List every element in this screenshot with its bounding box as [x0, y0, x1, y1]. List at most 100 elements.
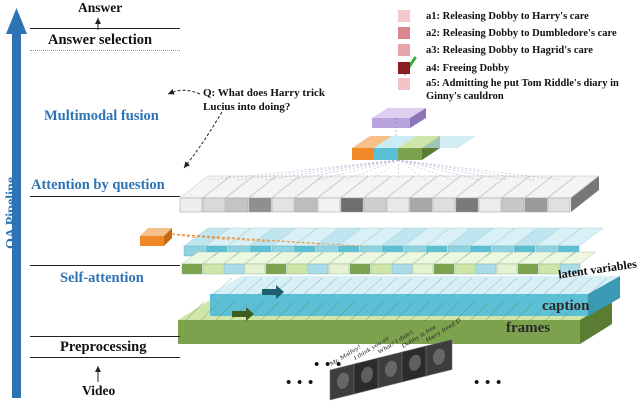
self-attention-block — [307, 263, 329, 275]
caption-tick — [301, 277, 323, 297]
video-frame-figure — [385, 360, 397, 377]
separator-answer — [30, 28, 180, 29]
video-frame-figure — [337, 372, 349, 389]
caption-tick — [286, 277, 308, 297]
band-ticks — [183, 277, 608, 323]
frame-tick — [453, 301, 475, 323]
caption-tick — [541, 277, 563, 297]
video-frame-figure — [361, 366, 373, 383]
question-to-fusion-arrow — [167, 88, 201, 95]
fusion-line — [317, 159, 399, 181]
attention-block — [478, 197, 502, 213]
frames-label: frames — [506, 320, 551, 336]
answer-score-swatch — [398, 10, 410, 22]
caption-tick — [586, 277, 608, 297]
answer-option-text: a1: Releasing Dobby to Harry's care — [426, 10, 589, 22]
question-to-attention-arrow — [183, 111, 223, 169]
attention-block — [501, 197, 525, 213]
stage-self-attention: Self-attention — [60, 270, 144, 286]
fusion-line — [209, 159, 399, 181]
question-tag-left — [140, 228, 172, 246]
caption-tick — [241, 277, 263, 297]
caption-tick — [556, 277, 578, 297]
caption-tick — [466, 277, 488, 297]
frame-tick — [408, 301, 430, 323]
caption-tick — [376, 277, 398, 297]
fusion-line — [397, 159, 454, 181]
caption-tick — [511, 277, 533, 297]
attention-by-question-band — [179, 175, 599, 213]
self-attention-block — [559, 263, 581, 275]
frame-tick — [348, 301, 370, 323]
self-attention-block — [454, 263, 476, 275]
caption-tick — [451, 277, 473, 297]
attention-block — [340, 197, 364, 213]
video-frame-figure — [409, 354, 421, 371]
attention-block — [225, 197, 249, 213]
separator-self-attention — [30, 265, 180, 266]
caption-tick — [571, 277, 593, 297]
ellipsis-left: • • • — [286, 375, 315, 391]
separator-answer-selection — [30, 50, 180, 51]
self-attention-band — [181, 227, 604, 275]
attention-band-side — [571, 176, 599, 212]
fusion-line — [397, 159, 427, 181]
fusion-line — [397, 159, 400, 181]
self-attention-block — [223, 263, 245, 275]
pipeline-arrow — [6, 8, 27, 398]
self-attention-block — [538, 263, 560, 275]
stage-video: Video — [82, 383, 116, 398]
attention-block — [455, 197, 479, 213]
frame-tick — [558, 301, 580, 323]
fusion-line — [397, 159, 508, 181]
attention-block — [386, 197, 410, 213]
question-attention-links — [171, 233, 361, 247]
attention-block — [317, 197, 341, 213]
self-attention-block — [391, 263, 413, 275]
attention-block — [248, 197, 272, 213]
frame-tick — [543, 301, 565, 323]
caption-tick — [526, 277, 548, 297]
frame-tick — [513, 301, 535, 323]
frame-tick — [333, 301, 355, 323]
frame-tick — [273, 301, 295, 323]
caption-flow-arrow — [262, 285, 284, 299]
self-attention-block — [244, 263, 266, 275]
answer-option-text: a2: Releasing Dobby to Dumbledore's care — [426, 27, 617, 39]
separator-preprocessing — [30, 357, 180, 358]
ellipsis-top: • • • — [314, 357, 343, 373]
caption-tick — [361, 277, 383, 297]
caption-tick — [226, 277, 248, 297]
self-attention-block — [328, 263, 350, 275]
caption-tick — [496, 277, 518, 297]
frame-tick — [198, 301, 220, 323]
caption-label: caption — [542, 298, 590, 314]
caption-band — [210, 276, 620, 316]
answer-option-a4: a4: Freeing Dobby — [398, 60, 509, 76]
fusion-line — [344, 159, 399, 181]
frame-tick — [393, 301, 415, 323]
attention-block — [547, 197, 571, 213]
separator-preprocessing-top — [30, 336, 180, 337]
attention-block — [409, 197, 433, 213]
answer-option-text: a4: Freeing Dobby — [426, 62, 510, 74]
self-attention-block — [370, 263, 392, 275]
fusion-line — [397, 159, 562, 181]
caption-tick — [421, 277, 443, 297]
frame-tick — [183, 301, 205, 323]
caption-tick — [481, 277, 503, 297]
caption-tick — [316, 277, 338, 297]
stage-preprocessing: Preprocessing — [60, 339, 147, 355]
attention-block — [179, 197, 203, 213]
self-attention-block — [412, 263, 434, 275]
self-attention-block — [349, 263, 371, 275]
frame-tick — [363, 301, 385, 323]
self-attention-block — [475, 263, 497, 275]
self-attention-block — [517, 263, 539, 275]
caption-tick — [256, 277, 278, 297]
caption-tick — [211, 277, 233, 297]
attention-block — [524, 197, 548, 213]
frame-tick — [258, 301, 280, 323]
pipeline-label: QA Pipeline — [4, 177, 19, 249]
